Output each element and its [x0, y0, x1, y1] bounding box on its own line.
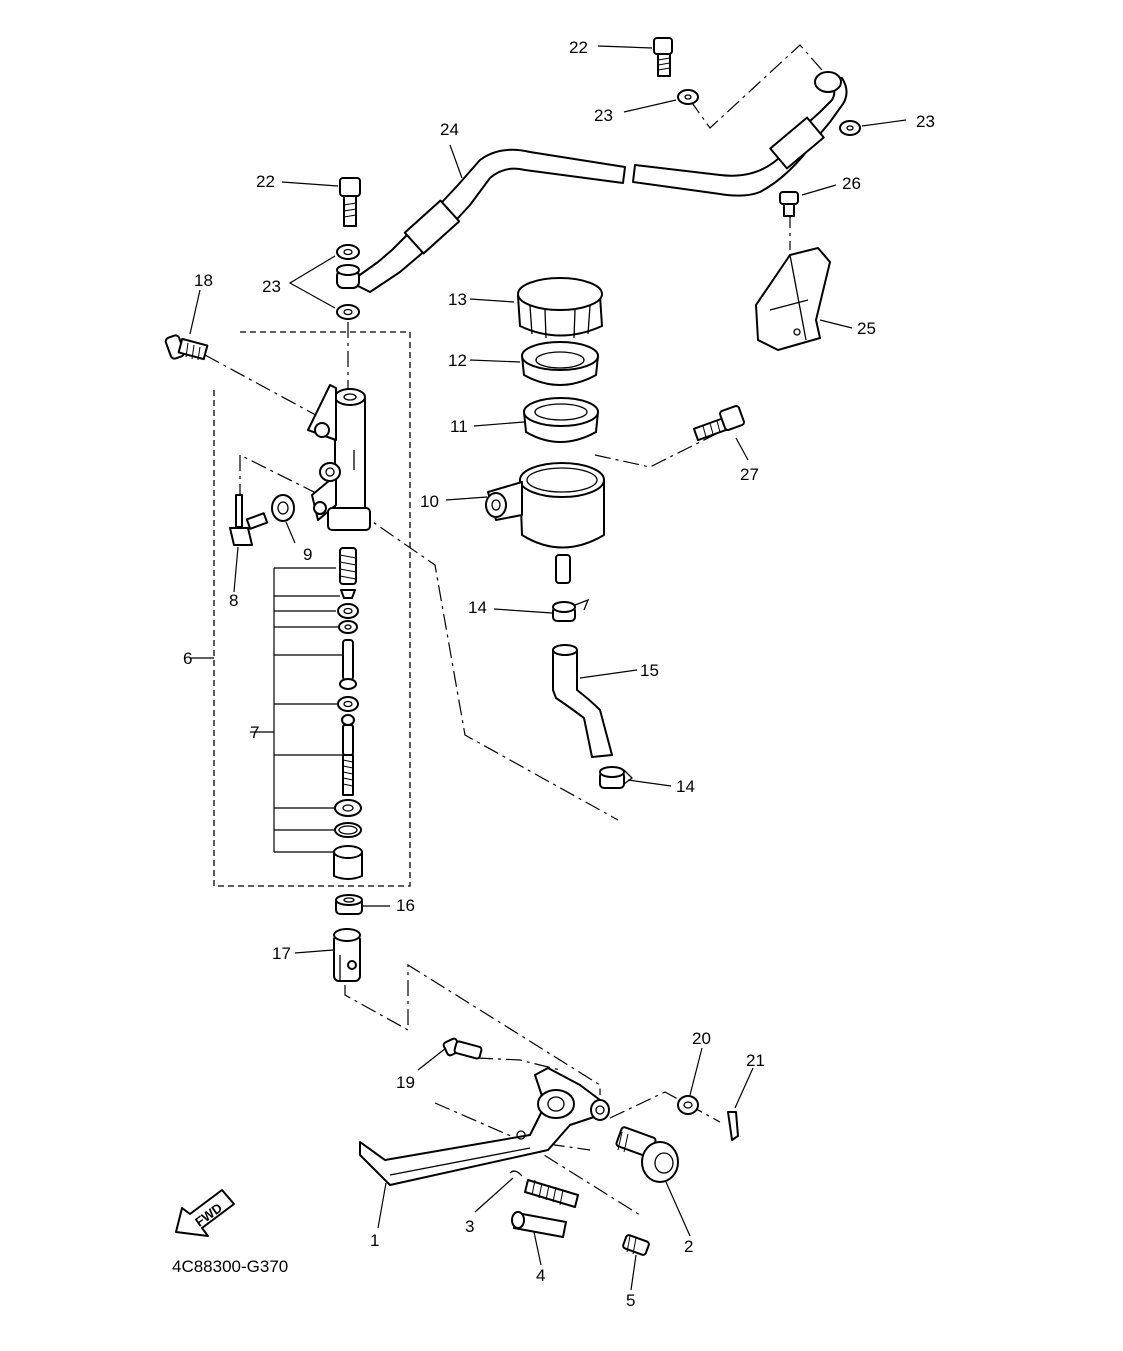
- callout-10: 10: [420, 492, 439, 511]
- hose-bracket: [755, 247, 831, 351]
- callout-14-upper: 14: [468, 598, 487, 617]
- callout-23-upper-right: 23: [916, 112, 935, 131]
- callout-1: 1: [370, 1231, 379, 1250]
- diaphragm: [523, 397, 599, 443]
- bracket-screw: [779, 191, 799, 217]
- master-cylinder-kit-boundary: [213, 331, 411, 887]
- callout-5: 5: [626, 1291, 635, 1310]
- callout-18: 18: [194, 271, 213, 290]
- callout-23-upper-left: 23: [594, 106, 613, 125]
- callout-17: 17: [272, 944, 291, 963]
- pedal-shaft: [615, 1126, 679, 1183]
- forward-direction-arrow: FWD: [175, 1189, 235, 1237]
- copper-washer-upper-right: [839, 120, 861, 136]
- brake-pedal: [359, 1067, 610, 1186]
- callout-16: 16: [396, 896, 415, 915]
- push-rod-clevis: [333, 928, 361, 982]
- callout-3: 3: [465, 1217, 474, 1236]
- reservoir-hose: [552, 644, 613, 758]
- callout-11: 11: [450, 417, 468, 436]
- cotter-pin: [727, 1111, 739, 1141]
- copper-washer-mid-2: [336, 304, 360, 320]
- diaphragm-plate: [521, 341, 599, 386]
- callout-15: 15: [640, 661, 659, 680]
- master-cylinder-body: [307, 384, 371, 531]
- callout-14-lower: 14: [676, 777, 695, 796]
- copper-washer-mid-1: [336, 244, 360, 260]
- union-bolt-lower: [339, 177, 361, 227]
- callout-22-upper: 22: [569, 38, 588, 57]
- plain-washer: [677, 1095, 699, 1115]
- callout-19: 19: [396, 1073, 415, 1092]
- callout-24: 24: [440, 120, 459, 139]
- callout-2: 2: [684, 1237, 693, 1256]
- union-bolt-upper: [653, 37, 673, 77]
- reservoir-cap: [517, 277, 603, 339]
- reservoir-bolt: [692, 405, 745, 442]
- callout-4: 4: [536, 1266, 545, 1285]
- copper-washer-upper-left: [677, 89, 699, 105]
- brake-hose: [349, 71, 848, 293]
- assembly-centerlines: [204, 44, 836, 1216]
- callout-23-mid: 23: [262, 277, 281, 296]
- return-spring: [509, 1170, 579, 1208]
- clevis-pin: [442, 1037, 483, 1060]
- adjusting-bolt: [622, 1234, 650, 1256]
- callout-26: 26: [842, 174, 861, 193]
- leader-lines: [189, 45, 907, 1291]
- callout-8: 8: [229, 591, 238, 610]
- diagram-code: 4C88300-G370: [172, 1257, 288, 1276]
- hose-joint-bushing: [271, 494, 295, 522]
- hose-joint: [229, 494, 269, 546]
- spring-collar: [511, 1211, 567, 1238]
- callout-21: 21: [746, 1051, 765, 1070]
- hose-clip-lower: [599, 766, 633, 789]
- callout-6: 6: [183, 649, 192, 668]
- callout-13: 13: [448, 290, 467, 309]
- mounting-bolt: [164, 334, 209, 361]
- lock-nut: [335, 894, 363, 915]
- callout-25: 25: [857, 319, 876, 338]
- reservoir-tank: [485, 462, 605, 584]
- callout-labels: 22 23 23 24 22 26 18 23 13 25 12 11 27 1…: [183, 38, 935, 1310]
- callout-20: 20: [692, 1029, 711, 1048]
- callout-27: 27: [740, 465, 759, 484]
- callout-7: 7: [250, 723, 259, 742]
- callout-12: 12: [448, 351, 467, 370]
- cylinder-kit-components: [333, 547, 363, 880]
- callout-9: 9: [303, 545, 312, 564]
- callout-22-lower: 22: [256, 172, 275, 191]
- hose-clip-upper: [552, 598, 590, 622]
